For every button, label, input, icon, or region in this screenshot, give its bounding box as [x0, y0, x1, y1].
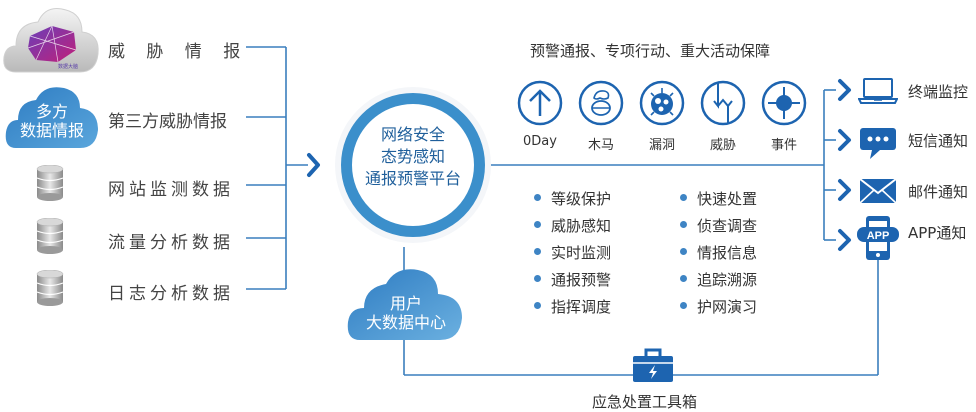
bullet-dot — [534, 275, 541, 282]
threat-label: 事件 — [770, 138, 797, 153]
output-sms-notification: 短信通知 — [856, 126, 976, 159]
situational-awareness-platform-hub: 网络安全 态势感知 通报预警平台 — [341, 93, 485, 237]
bullet-dot — [680, 194, 687, 201]
target-crosshair-icon — [761, 80, 807, 126]
threat-intel-cloud: 数据大脑 — [2, 2, 102, 74]
svg-text:数据大脑: 数据大脑 — [58, 63, 78, 70]
threat-item-0day: 0Day — [516, 80, 564, 149]
arrow-up-icon — [517, 80, 563, 126]
top-title: 预警通报、专项行动、重大活动保障 — [530, 42, 771, 60]
feature-item: 指挥调度 — [534, 296, 611, 317]
envelope-icon — [859, 178, 897, 204]
bullet-dot — [534, 194, 541, 201]
bullet-dot — [534, 302, 541, 309]
laptop-icon — [858, 78, 898, 104]
user-big-data-cloud: 用户 大数据中心 — [344, 262, 468, 342]
database-icon — [36, 164, 64, 205]
toolbox-icon — [632, 346, 674, 388]
feature-item: 威胁感知 — [534, 215, 611, 236]
brain-network-cloud-icon: 数据大脑 — [3, 8, 99, 73]
feature-item: 快速处置 — [680, 188, 757, 209]
bullet-dot — [680, 275, 687, 282]
multi-party-data-cloud: 多方 数据情报 — [4, 80, 100, 150]
cloud-icon — [347, 269, 462, 340]
threat-label: 漏洞 — [648, 138, 675, 153]
output-app-notification: APP APP通知 — [856, 215, 976, 261]
threat-label: 0Day — [523, 134, 557, 149]
feature-item: 追踪溯源 — [680, 269, 757, 290]
threat-zigzag-icon — [700, 80, 746, 126]
output-label: 短信通知 — [908, 132, 969, 150]
hub-line3: 通报预警平台 — [364, 169, 461, 188]
threat-item-trojan: 木马 — [577, 80, 625, 153]
hub-line2: 态势感知 — [380, 147, 445, 166]
cloud-text-line1: 用户 — [389, 294, 422, 313]
bullet-dot — [680, 221, 687, 228]
bullet-dot — [534, 221, 541, 228]
feature-item: 实时监测 — [534, 242, 611, 263]
output-terminal-monitoring: 终端监控 — [856, 77, 976, 105]
source-label-third-party: 第三方威胁情报 — [108, 112, 227, 132]
bug-virus-icon — [639, 80, 685, 126]
source-label-threat-intel: 威 胁 情 报 — [108, 42, 249, 62]
database-icon — [36, 217, 64, 258]
chat-bubble-icon — [860, 128, 896, 159]
cloud-text-line2: 大数据中心 — [365, 313, 446, 332]
hub-line1: 网络安全 — [380, 125, 445, 144]
cloud-icon — [5, 87, 98, 148]
feature-item: 侦查调查 — [680, 215, 757, 236]
bullet-dot — [680, 302, 687, 309]
feature-item: 通报预警 — [534, 269, 611, 290]
bullet-dot — [534, 248, 541, 255]
output-label: 终端监控 — [908, 83, 969, 101]
threat-item-event: 事件 — [760, 80, 808, 153]
trojan-horse-icon — [578, 80, 624, 126]
cloud-text-line2: 数据情报 — [19, 121, 84, 140]
toolbox-label: 应急处置工具箱 — [592, 393, 698, 411]
feature-item: 护网演习 — [680, 296, 757, 317]
threat-label: 威胁 — [709, 138, 736, 153]
source-label-log: 日志分析数据 — [108, 284, 234, 304]
source-label-traffic: 流量分析数据 — [108, 233, 234, 253]
source-label-website: 网站监测数据 — [108, 180, 234, 200]
feature-item: 情报信息 — [680, 242, 757, 263]
cloud-text-line1: 多方 — [35, 102, 68, 121]
output-label: APP通知 — [908, 224, 967, 242]
database-icon — [36, 269, 64, 310]
feature-item: 等级保护 — [534, 188, 611, 209]
output-label: 邮件通知 — [908, 183, 969, 201]
threat-label: 木马 — [587, 138, 614, 153]
bullet-dot — [680, 248, 687, 255]
threat-item-threat: 威胁 — [699, 80, 747, 153]
threat-item-vulnerability: 漏洞 — [638, 80, 686, 153]
output-email-notification: 邮件通知 — [856, 177, 976, 205]
mobile-app-icon: APP — [857, 216, 899, 260]
app-badge: APP — [867, 230, 890, 242]
